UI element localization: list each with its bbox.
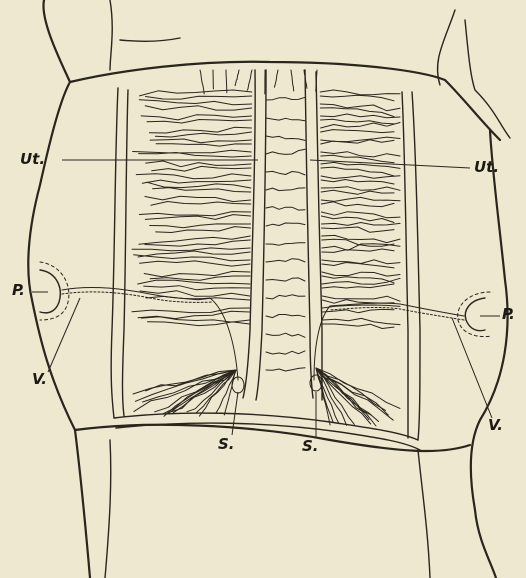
uterine-branch bbox=[266, 351, 305, 354]
uterine-branch bbox=[320, 90, 400, 95]
uterine-branch bbox=[226, 70, 227, 93]
uterine-branch bbox=[321, 212, 400, 218]
body-outline bbox=[28, 0, 510, 578]
uterine-branch bbox=[138, 280, 250, 284]
uterine-branch bbox=[321, 130, 394, 133]
uterine-branch bbox=[132, 308, 250, 313]
uterine-branch bbox=[138, 251, 250, 257]
label-ut-right: Ut. bbox=[474, 160, 499, 175]
uterine-branch bbox=[146, 296, 250, 300]
uterine-branch bbox=[145, 240, 250, 246]
uterine-branch bbox=[291, 70, 294, 91]
uterine-branch bbox=[147, 120, 251, 124]
uterine-branch bbox=[266, 368, 305, 371]
uterine-branch bbox=[152, 166, 251, 171]
uterine-branch bbox=[142, 180, 251, 183]
uterine-branch bbox=[134, 255, 251, 261]
uterine-branch bbox=[149, 127, 251, 133]
uterine-branch bbox=[266, 223, 305, 226]
uterine-branch bbox=[139, 100, 252, 105]
uterine-branch bbox=[322, 284, 394, 288]
uterine-branch bbox=[266, 207, 305, 211]
uterine-branch bbox=[321, 119, 395, 124]
uterine-branch bbox=[139, 236, 250, 244]
uterine-branch bbox=[151, 202, 251, 206]
uterine-branch bbox=[323, 324, 395, 329]
uterine-branch bbox=[247, 70, 252, 90]
uterine-branch bbox=[266, 315, 305, 318]
uterine-branch bbox=[274, 70, 278, 87]
uterine-branch bbox=[144, 286, 250, 290]
uterine-branch bbox=[156, 144, 251, 146]
label-s-left: S. bbox=[218, 437, 235, 452]
label-p-right: P. bbox=[502, 307, 515, 322]
uterine-branch bbox=[266, 259, 305, 262]
uterine-branch bbox=[235, 70, 239, 86]
uterine-branch bbox=[148, 322, 250, 326]
uterine-branch bbox=[322, 227, 395, 232]
uterine-branch bbox=[147, 182, 251, 188]
uterine-branch bbox=[135, 370, 236, 401]
label-s-right: S. bbox=[302, 439, 319, 454]
uterine-branch bbox=[140, 90, 252, 96]
uterine-branch bbox=[136, 174, 251, 179]
uterine-branch bbox=[321, 176, 400, 179]
uterine-branch bbox=[142, 317, 250, 322]
uterine-branch bbox=[321, 180, 394, 185]
uterine-branch bbox=[322, 272, 400, 276]
uterine-branch bbox=[266, 136, 305, 140]
uterine-branch bbox=[140, 261, 251, 266]
uterine-branch bbox=[153, 188, 251, 192]
uterine-branch bbox=[146, 96, 252, 99]
uterine-branch bbox=[321, 167, 394, 176]
label-v-right: V. bbox=[488, 418, 503, 433]
uterine-branch bbox=[133, 150, 252, 153]
uterine-branch bbox=[322, 296, 400, 301]
uterine-branch bbox=[316, 368, 369, 420]
uterine-branch bbox=[322, 263, 394, 268]
uterine-branch bbox=[321, 197, 400, 201]
label-v-left: V. bbox=[32, 372, 47, 387]
uterine-branch bbox=[322, 276, 394, 283]
uterine-branch bbox=[322, 249, 394, 252]
uterine-branch bbox=[322, 260, 400, 264]
uterine-branch bbox=[156, 227, 251, 233]
uterine-branch bbox=[266, 118, 305, 121]
uterine-branch bbox=[141, 115, 251, 120]
uterine-branch bbox=[321, 202, 394, 207]
uterine-branch bbox=[266, 243, 305, 245]
uterine-branch bbox=[316, 368, 400, 408]
uterine-branch bbox=[266, 295, 305, 299]
label-p-left: P. bbox=[12, 283, 25, 298]
uterine-branch bbox=[266, 149, 305, 154]
uterine-branch bbox=[146, 161, 251, 167]
uterine-branch bbox=[322, 223, 401, 226]
uterine-branch bbox=[321, 187, 400, 191]
uterine-branch bbox=[145, 106, 252, 110]
uterine-branch bbox=[266, 278, 305, 281]
uterine-branch bbox=[132, 248, 250, 251]
uterine-branch bbox=[322, 278, 400, 284]
uterine-branch bbox=[200, 70, 204, 94]
uterine-branch bbox=[266, 97, 305, 100]
uterine-branch bbox=[150, 224, 251, 228]
uterine-branch bbox=[150, 139, 251, 143]
uterine-branch bbox=[266, 171, 305, 175]
uterine-branch bbox=[321, 152, 400, 157]
uterine-branch bbox=[266, 333, 305, 337]
uterine-branch bbox=[266, 188, 305, 191]
uterine-branch bbox=[322, 300, 394, 304]
uterine-branch bbox=[320, 95, 394, 101]
uterine-branch bbox=[145, 196, 251, 201]
genital-pores bbox=[40, 262, 492, 337]
label-ut-left: Ut. bbox=[20, 152, 45, 167]
uterine-branch bbox=[321, 190, 394, 194]
